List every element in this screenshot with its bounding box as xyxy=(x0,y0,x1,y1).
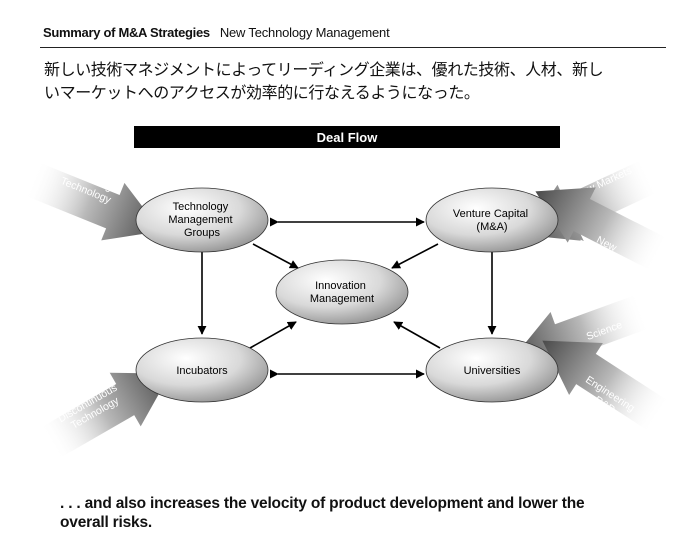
deal-flow-label: Deal Flow xyxy=(317,130,379,145)
vc-label-2: (M&A) xyxy=(476,221,507,233)
input-arrow-discontinuous-technology: Discontinuous Technology xyxy=(40,372,171,460)
connector-arrows xyxy=(197,217,497,379)
header: Summary of M&A Strategies New Technology … xyxy=(43,25,390,40)
arrow-universities-innovation xyxy=(393,321,441,349)
node-technology-management-groups: Technology Management Groups xyxy=(135,187,269,253)
tmg-label-3: Groups xyxy=(184,227,221,239)
input-arrow-science: Science xyxy=(512,294,650,371)
deal-flow-bar xyxy=(134,126,560,148)
intro-line-1: 新しい技術マネジメントによってリーディング企業は、優れた技術、人材、新し xyxy=(44,60,604,79)
svg-text:Technology Management: Technology Management Groups xyxy=(168,201,235,239)
footer-line-2: overall risks. xyxy=(60,514,152,531)
intro-line-2: いマーケットへのアクセスが効率的に行なえるようになった。 xyxy=(44,83,480,102)
node-venture-capital: Venture Capital (M&A) xyxy=(425,187,559,253)
arrow-vc-innovation xyxy=(391,243,439,269)
arrow-tmg-innovation xyxy=(252,243,299,269)
header-subtitle: New Technology Management xyxy=(219,25,390,40)
node-innovation-management: Innovation Management xyxy=(275,259,409,325)
vc-label-1: Venture Capital xyxy=(453,208,528,220)
innovation-label-1: Innovation xyxy=(315,280,366,292)
header-title: Summary of M&A Strategies xyxy=(43,25,210,40)
footer-line-1: . . . and also increases the velocity of… xyxy=(60,495,585,512)
incubators-label: Incubators xyxy=(176,365,228,377)
intro-text: 新しい技術マネジメントによってリーディング企業は、優れた技術、人材、新し いマー… xyxy=(44,58,654,104)
tmg-label-1: Technology xyxy=(173,201,229,213)
input-arrow-sustaining-technology: Sustaining Technology xyxy=(24,162,162,241)
innovation-label-2: Management xyxy=(310,293,374,305)
header-divider xyxy=(40,47,666,48)
node-universities: Universities xyxy=(425,337,559,403)
footer-text: . . . and also increases the velocity of… xyxy=(60,494,660,532)
svg-text:Innovation Management: Innovation Management xyxy=(310,280,374,305)
node-incubators: Incubators xyxy=(135,337,269,403)
universities-label: Universities xyxy=(464,365,521,377)
input-arrow-engineering-rd: Engineering R&D xyxy=(542,340,670,432)
arrow-incubators-innovation xyxy=(249,321,297,349)
svg-text:Venture Capital (M&A): Venture Capital (M&A) xyxy=(453,208,531,233)
tmg-label-2: Management xyxy=(168,214,232,226)
